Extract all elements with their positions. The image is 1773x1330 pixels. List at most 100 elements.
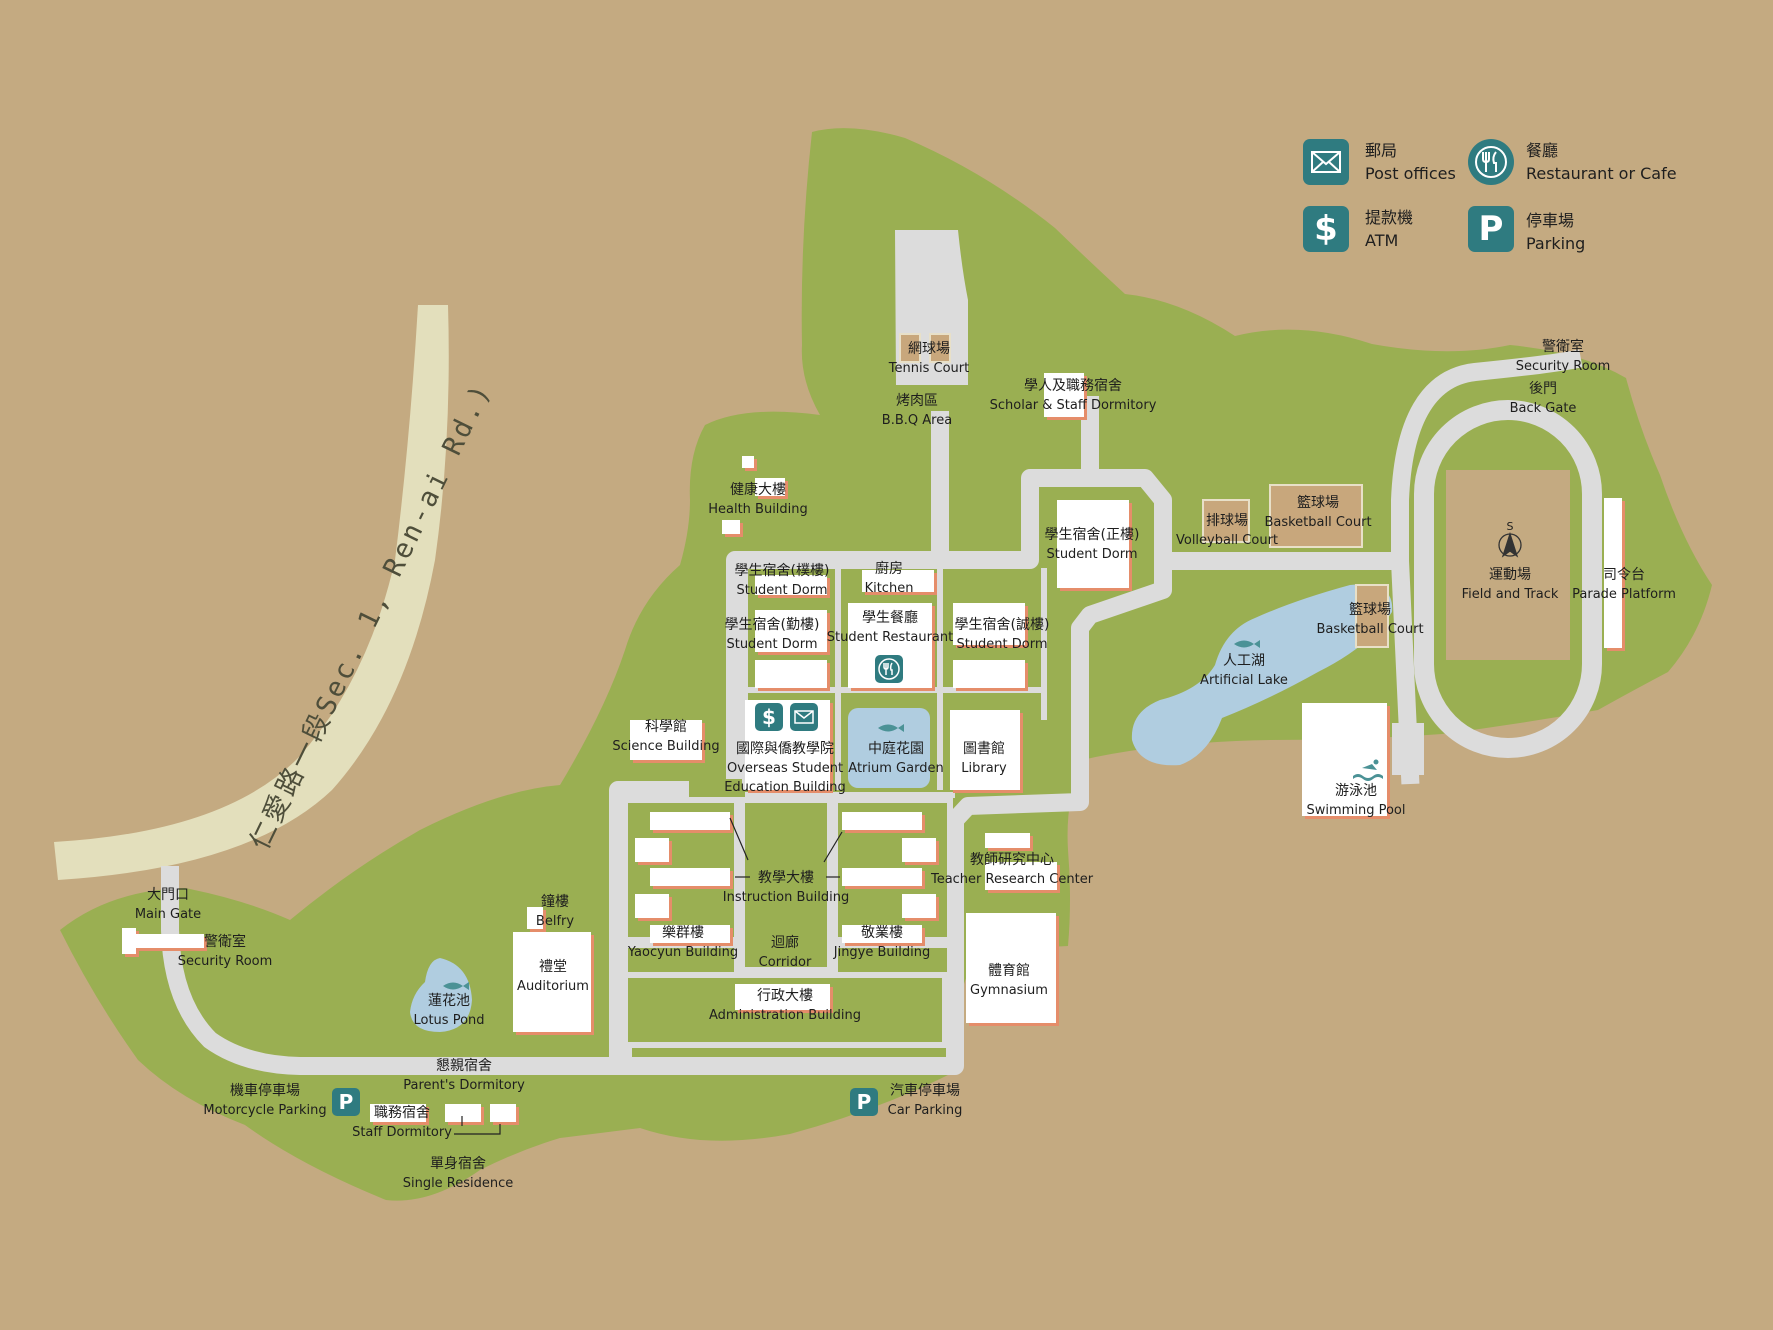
library-bld bbox=[950, 710, 1020, 790]
swimmer-icon bbox=[1353, 764, 1383, 781]
arrows bbox=[454, 817, 843, 1135]
label-dorm-cheng: 學生宿舍(誠樓)Student Dorm bbox=[954, 617, 1050, 652]
lotus-pond bbox=[410, 958, 472, 1032]
science-bld bbox=[630, 720, 702, 760]
running-track bbox=[1414, 400, 1602, 758]
health-bld-b bbox=[755, 478, 785, 496]
dorm-main-bld bbox=[1057, 500, 1129, 588]
staff-dorm-bld bbox=[445, 1104, 481, 1122]
fish-icon-lotus bbox=[443, 982, 469, 990]
class-10 bbox=[842, 925, 922, 943]
class-3 bbox=[650, 868, 730, 886]
dorm-cheng-bld bbox=[953, 603, 1025, 645]
parking-icon: P bbox=[850, 1088, 878, 1116]
basketball-court-2 bbox=[1355, 584, 1389, 648]
fish-icon-lake bbox=[1234, 640, 1260, 648]
class-2 bbox=[635, 838, 669, 862]
class-6 bbox=[842, 812, 922, 830]
kitchen-bld bbox=[862, 570, 934, 592]
dorm-qin-bld bbox=[755, 610, 827, 652]
parent-dorm-bld bbox=[370, 1104, 426, 1122]
compass-label: S bbox=[1506, 520, 1514, 533]
compass-icon bbox=[1498, 531, 1522, 558]
inner-corridor bbox=[739, 797, 833, 973]
basketball-court-1 bbox=[1269, 484, 1363, 548]
main-gate-bld bbox=[122, 928, 136, 954]
class-1 bbox=[650, 812, 730, 830]
tennis-court-2 bbox=[929, 333, 951, 363]
parade-bld bbox=[1604, 498, 1622, 648]
label-dorm-pu: 學生宿舍(樸樓)Student Dorm bbox=[734, 563, 830, 598]
class-5 bbox=[650, 925, 730, 943]
fork-knife-icon bbox=[875, 655, 903, 683]
buildings bbox=[122, 373, 1622, 1122]
health-bld-c bbox=[722, 520, 740, 534]
class-8 bbox=[842, 868, 922, 886]
atrium-pond bbox=[848, 708, 930, 788]
courts bbox=[899, 333, 1389, 648]
dorm-pu-bld bbox=[755, 575, 827, 595]
class-9 bbox=[902, 894, 936, 918]
admin-bld bbox=[735, 984, 830, 1010]
belfry-bld bbox=[527, 907, 543, 929]
label-dorm-qin: 學生宿舍(勤樓)Student Dorm bbox=[724, 617, 820, 652]
single-res-bld bbox=[490, 1104, 516, 1122]
dollar-icon: $ bbox=[1303, 206, 1349, 252]
volleyball-court bbox=[1202, 499, 1250, 543]
fish-icon-atrium bbox=[878, 724, 904, 732]
health-bld-a bbox=[742, 456, 754, 468]
walkways bbox=[742, 568, 1047, 798]
ren-ai-road bbox=[54, 305, 449, 880]
mail-icon bbox=[790, 703, 818, 731]
teacher-bld bbox=[985, 833, 1030, 848]
tennis-court-1 bbox=[899, 333, 921, 363]
dorm-cheng-bld-2 bbox=[953, 660, 1025, 688]
scholar-dorm-bld bbox=[1044, 373, 1084, 417]
parking-icon: P bbox=[332, 1088, 360, 1116]
class-7 bbox=[902, 838, 936, 862]
pool-bld bbox=[1302, 703, 1387, 816]
label-dorm-main: 學生宿舍(正樓)Student Dorm bbox=[1044, 527, 1140, 562]
class-4 bbox=[635, 894, 669, 918]
artificial-lake bbox=[1131, 584, 1393, 766]
gym-bld bbox=[966, 913, 1056, 1023]
decorative-icons bbox=[443, 640, 1383, 990]
parking-icon: P bbox=[1468, 206, 1514, 252]
